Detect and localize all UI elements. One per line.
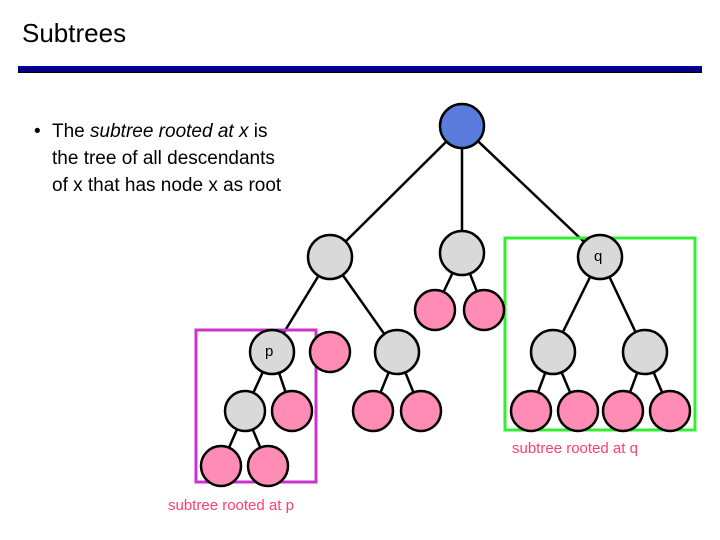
bullet-list: • The subtree rooted at x is the tree of… <box>34 118 394 199</box>
tree-node <box>306 233 354 281</box>
tree-node <box>413 288 457 332</box>
caption-subtree-q: subtree rooted at q <box>512 440 638 457</box>
tree-node <box>462 288 506 332</box>
tree-node <box>248 328 296 376</box>
list-item: • The subtree rooted at x is the tree of… <box>34 118 394 199</box>
tree-node <box>529 328 577 376</box>
tree-edge <box>461 125 601 258</box>
node-label-p: p <box>265 343 274 360</box>
bullet-line1-pre: The <box>52 121 91 142</box>
caption-subtree-p: subtree rooted at p <box>168 497 294 514</box>
tree-node <box>576 233 624 281</box>
tree-node <box>373 328 421 376</box>
bullet-line1-italic: subtree rooted at x <box>90 121 249 142</box>
tree-node <box>270 389 314 433</box>
tree-nodes <box>199 102 692 488</box>
title-divider <box>18 66 702 73</box>
tree-node <box>438 229 486 277</box>
bullet-line1-post: is <box>248 121 268 142</box>
tree-node <box>399 389 443 433</box>
tree-node <box>308 330 352 374</box>
page-title: Subtrees <box>22 18 127 48</box>
tree-node <box>648 389 692 433</box>
bullet-line3: of x that has node x as root <box>52 175 282 196</box>
node-label-q: q <box>594 248 603 265</box>
bullet-marker: • <box>34 121 41 142</box>
tree-node <box>438 102 486 150</box>
tree-edge <box>329 125 463 258</box>
bullet-line2: the tree of all descendants <box>52 148 275 169</box>
tree-node <box>556 389 600 433</box>
bullet-text: The subtree rooted at x is the tree of a… <box>52 118 281 199</box>
tree-node <box>246 444 290 488</box>
tree-node <box>351 389 395 433</box>
tree-node <box>601 389 645 433</box>
tree-node <box>223 389 267 433</box>
tree-node <box>199 444 243 488</box>
tree-node <box>621 328 669 376</box>
tree-node <box>509 389 553 433</box>
